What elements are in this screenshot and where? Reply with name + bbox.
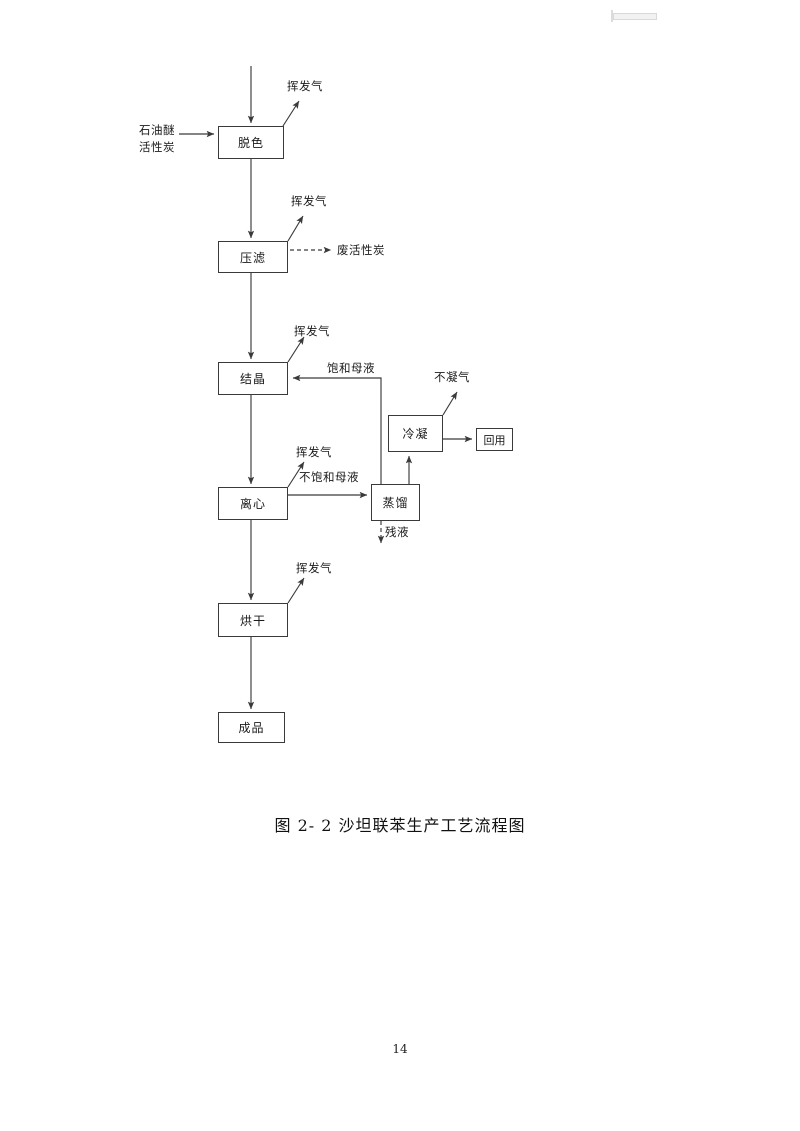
input-label-activated-carbon: 活性炭 (139, 140, 175, 155)
process-box-label: 压滤 (239, 250, 266, 265)
stream-label-voc-filter: 挥发气 (291, 194, 327, 209)
process-box-label: 回用 (483, 433, 506, 447)
connector-saturated-liquor-to-crystallize (292, 374, 382, 484)
connector-dry-to-voc (287, 577, 305, 604)
stream-label-text: 挥发气 (287, 79, 323, 93)
connector-decolor-to-voc (282, 100, 300, 127)
stream-label-text: 挥发气 (294, 324, 330, 338)
process-box-decolor[interactable]: 脱色 (218, 126, 284, 159)
stream-label-residue: 残液 (385, 525, 409, 540)
input-label-petroleum-ether: 石油醚 (139, 123, 175, 138)
process-box-label: 结晶 (239, 372, 266, 386)
stream-label-text: 挥发气 (296, 561, 332, 575)
process-box-centrifuge[interactable]: 离心 (218, 487, 288, 520)
stream-label-text: 挥发气 (296, 445, 332, 459)
process-box-label: 离心 (239, 497, 266, 511)
input-label-text: 活性炭 (139, 140, 175, 154)
figure-caption: 图 2- 2 沙坦联苯生产工艺流程图 (274, 816, 526, 835)
stream-label-voc-centrifuge: 挥发气 (296, 445, 332, 460)
connector-filter-to-voc (287, 215, 304, 242)
stream-label-text: 残液 (385, 525, 409, 539)
stream-label-voc-dry: 挥发气 (296, 561, 332, 576)
process-box-label: 冷凝 (402, 427, 429, 441)
process-box-crystallize[interactable]: 结晶 (218, 362, 288, 395)
stream-label-text: 挥发气 (291, 194, 327, 208)
stream-label-text: 不凝气 (434, 370, 470, 384)
process-box-label: 脱色 (237, 136, 264, 150)
process-box-dry[interactable]: 烘干 (218, 603, 288, 637)
process-box-label: 蒸馏 (382, 496, 409, 510)
stream-label-noncondensable-gas: 不凝气 (434, 370, 470, 385)
process-box-label: 烘干 (239, 613, 266, 628)
connector-centrifuge-to-voc (287, 461, 305, 488)
scan-artifact (611, 10, 657, 22)
stream-label-spent-carbon: 废活性炭 (337, 243, 385, 258)
process-box-filter-press[interactable]: 压滤 (218, 241, 288, 273)
stream-label-voc-decolor: 挥发气 (287, 79, 323, 94)
process-box-reuse[interactable]: 回用 (476, 428, 513, 451)
stream-label-text: 废活性炭 (337, 243, 385, 257)
stream-label-unsaturated-liquor: 不饱和母液 (299, 470, 359, 485)
connector-condense-to-noncondensable (442, 391, 458, 416)
process-box-product[interactable]: 成品 (218, 712, 285, 743)
stream-label-text: 不饱和母液 (299, 470, 359, 484)
process-flow-diagram (179, 66, 473, 710)
stream-label-voc-crystallize: 挥发气 (294, 324, 330, 339)
stream-label-saturated-liquor: 饱和母液 (327, 361, 375, 376)
process-box-distill[interactable]: 蒸馏 (371, 484, 420, 521)
page-number: 14 (392, 1042, 408, 1056)
stream-label-text: 饱和母液 (327, 361, 375, 375)
process-box-label: 成品 (238, 721, 265, 735)
process-box-condense[interactable]: 冷凝 (388, 415, 443, 452)
input-label-text: 石油醚 (139, 123, 175, 137)
connector-crystallize-to-voc (287, 336, 305, 363)
